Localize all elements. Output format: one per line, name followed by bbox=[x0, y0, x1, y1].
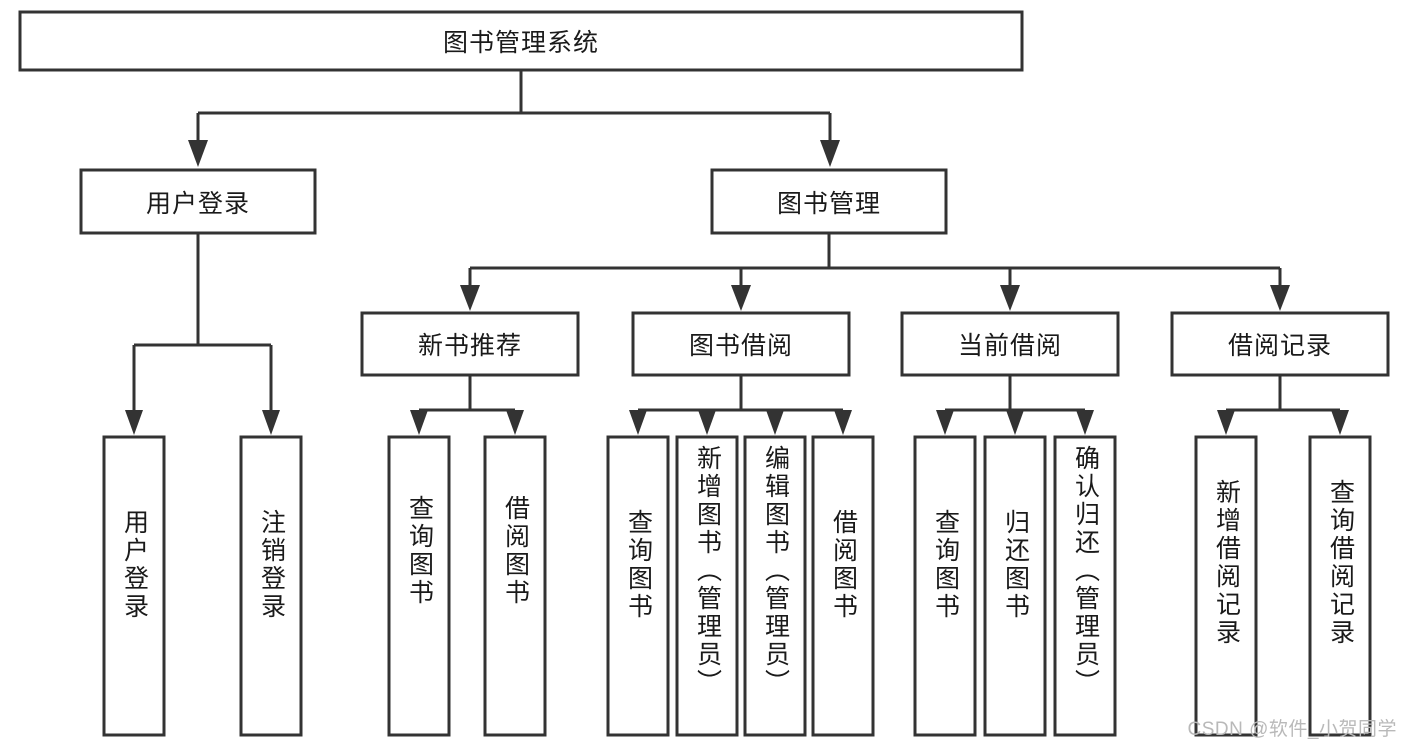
arrow-head-leaf-borrow-book bbox=[834, 410, 852, 435]
node-box-borrow-records[interactable] bbox=[1170, 311, 1390, 377]
node-box-user-login[interactable] bbox=[79, 168, 317, 235]
node-box-leaf-borrow-book-recommend[interactable] bbox=[483, 435, 547, 737]
node-box-current-borrow[interactable] bbox=[900, 311, 1120, 377]
node-box-leaf-edit-book-admin[interactable] bbox=[743, 435, 807, 737]
node-box-leaf-logout-login[interactable] bbox=[239, 435, 303, 737]
arrow-head-leaf-confirm-return-admin bbox=[1076, 410, 1094, 435]
node-box-book-management[interactable] bbox=[710, 168, 948, 235]
arrow-head-book-borrow bbox=[731, 285, 751, 311]
node-box-new-book-recommend[interactable] bbox=[360, 311, 580, 377]
connector-group-book-management bbox=[460, 233, 1290, 311]
node-box-leaf-query-book-current[interactable] bbox=[913, 435, 977, 737]
connector-group-user-login bbox=[125, 233, 280, 435]
node-box-leaf-user-login[interactable] bbox=[102, 435, 166, 737]
connector-group-book-borrow bbox=[629, 375, 852, 435]
arrow-head-leaf-user-login bbox=[125, 410, 143, 435]
arrow-head-new-book-recommend bbox=[460, 285, 480, 311]
arrow-head-book-management bbox=[820, 140, 840, 167]
arrow-head-leaf-return-book bbox=[1006, 410, 1024, 435]
arrow-head-user-login bbox=[188, 140, 208, 167]
csdn-watermark: CSDN @软件_小贺同学 bbox=[1187, 719, 1397, 740]
node-box-leaf-return-book[interactable] bbox=[983, 435, 1047, 737]
node-box-leaf-borrow-book[interactable] bbox=[811, 435, 875, 737]
arrow-head-leaf-add-borrow-record bbox=[1217, 410, 1235, 435]
arrow-head-leaf-query-book-borrow bbox=[629, 410, 647, 435]
arrow-head-borrow-records bbox=[1270, 285, 1290, 311]
node-box-leaf-query-book-borrow[interactable] bbox=[606, 435, 670, 737]
node-box-leaf-confirm-return-admin[interactable] bbox=[1053, 435, 1117, 737]
connector-group-borrow-records bbox=[1217, 375, 1349, 435]
arrow-head-leaf-edit-book-admin bbox=[766, 410, 784, 435]
node-box-leaf-add-borrow-record[interactable] bbox=[1194, 435, 1258, 737]
node-box-leaf-query-borrow-record[interactable] bbox=[1308, 435, 1372, 737]
connector-group-root bbox=[188, 70, 840, 167]
arrow-head-leaf-query-book-recommend bbox=[410, 410, 428, 435]
node-box-root[interactable] bbox=[18, 10, 1024, 72]
connector-group-current-borrow bbox=[936, 375, 1094, 435]
arrow-head-leaf-query-borrow-record bbox=[1331, 410, 1349, 435]
arrow-head-leaf-borrow-book-recommend bbox=[506, 410, 524, 435]
arrow-head-leaf-logout-login bbox=[262, 410, 280, 435]
arrow-head-leaf-query-book-current bbox=[936, 410, 954, 435]
node-box-leaf-query-book-recommend[interactable] bbox=[387, 435, 451, 737]
arrow-head-leaf-add-book-admin bbox=[698, 410, 716, 435]
arrow-head-current-borrow bbox=[1000, 285, 1020, 311]
node-box-leaf-add-book-admin[interactable] bbox=[675, 435, 739, 737]
connector-group-new-book-recommend bbox=[410, 375, 524, 435]
node-box-book-borrow[interactable] bbox=[631, 311, 851, 377]
